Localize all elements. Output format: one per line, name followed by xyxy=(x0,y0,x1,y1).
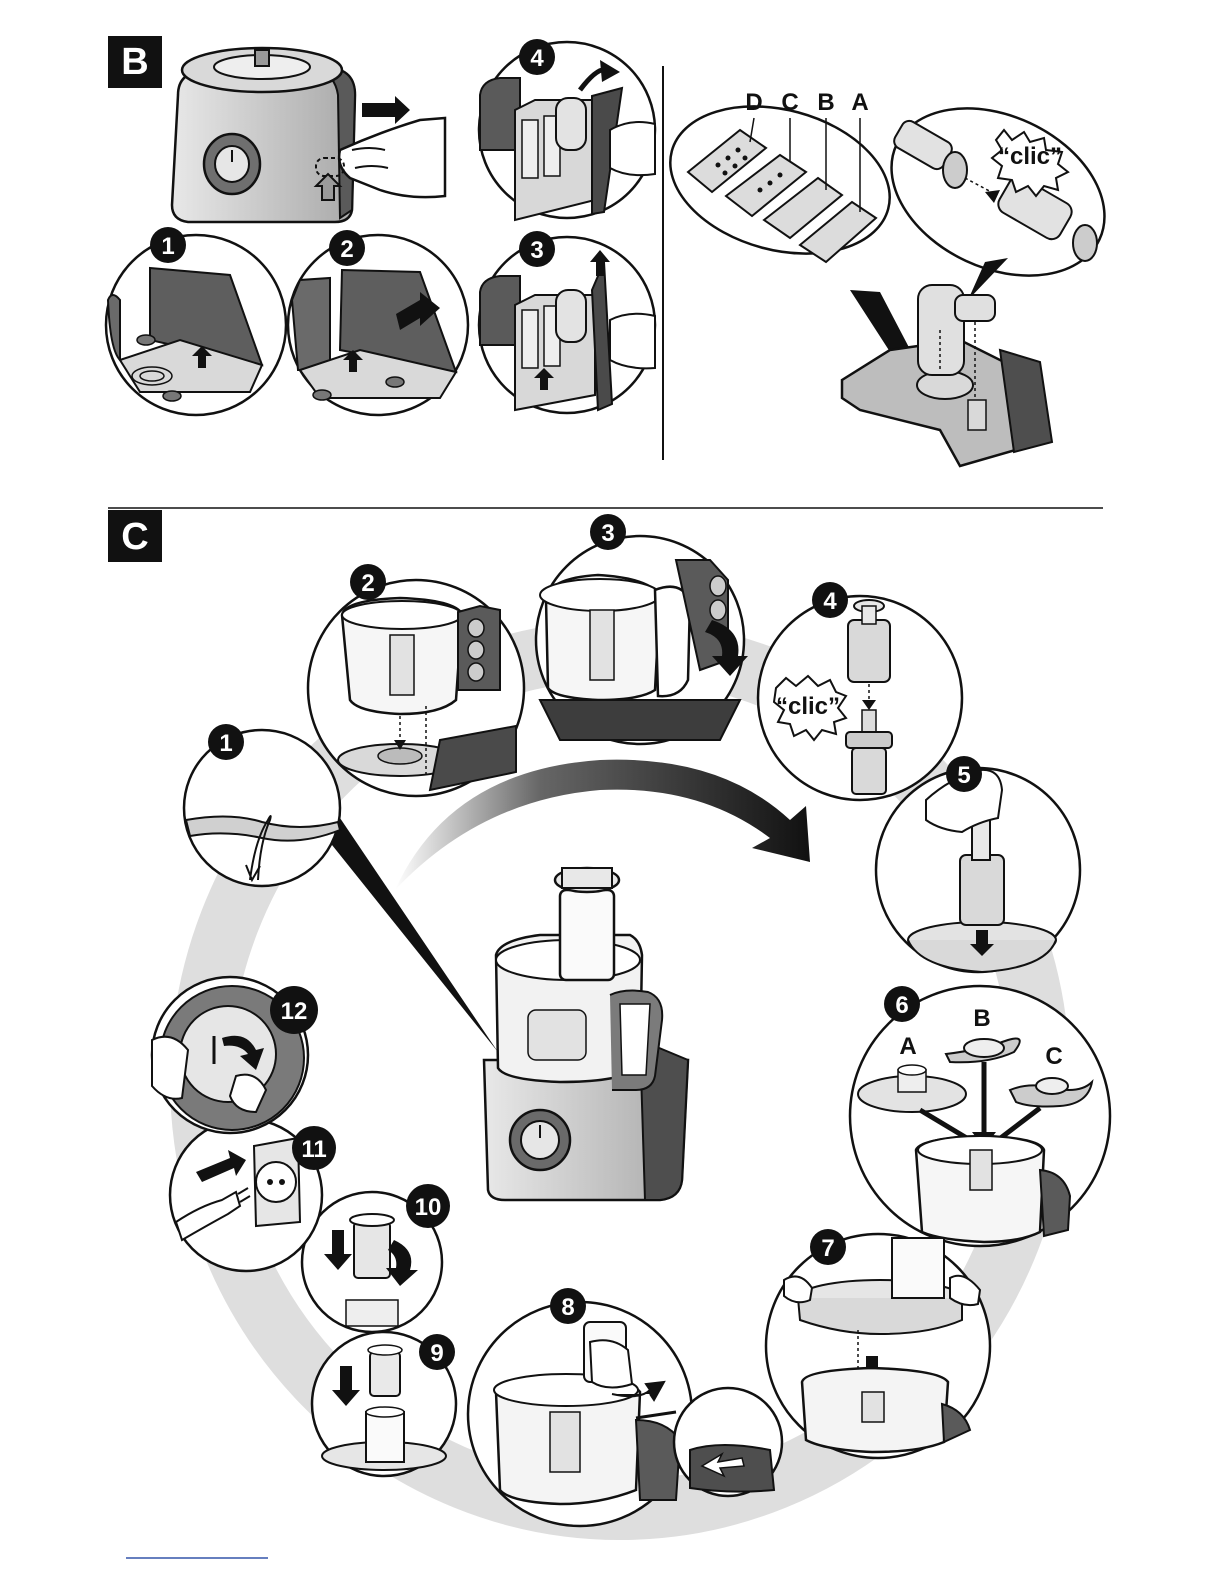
c-step-12-detail: 12 xyxy=(152,977,318,1133)
b-step-3-detail: 3 xyxy=(479,231,655,413)
section-c: C xyxy=(108,510,1110,1526)
section-b-label: B xyxy=(121,41,148,83)
disc-letter-b: B xyxy=(817,89,834,116)
c-step-2-number: 2 xyxy=(361,570,374,597)
b-step-4-number: 4 xyxy=(530,45,544,72)
disc-storage-detail: D C B A xyxy=(654,83,925,386)
c-tool-letter-c: C xyxy=(1045,1043,1062,1070)
c-step-10-number: 10 xyxy=(415,1194,442,1221)
base-unit-illustration xyxy=(172,48,445,222)
c-step-3-detail: 3 xyxy=(536,514,748,744)
b-clic-detail: “clic” xyxy=(864,76,1131,308)
c-step-6-number: 6 xyxy=(895,992,908,1019)
b-step-2-number: 2 xyxy=(340,236,353,263)
b-step-2-detail: 2 xyxy=(288,230,468,415)
c-step-4-number: 4 xyxy=(823,588,837,615)
c-step-9-detail: 9 xyxy=(312,1332,456,1476)
section-b: B xyxy=(106,36,1132,466)
disc-letter-d: D xyxy=(745,89,762,116)
food-processor-assembled xyxy=(484,868,688,1200)
step-1-pointer xyxy=(320,818,498,1052)
b-step-3-number: 3 xyxy=(530,237,543,264)
c-step-10-detail: 10 xyxy=(302,1184,450,1332)
c-step-4-detail: “clic” 4 xyxy=(758,582,962,800)
c-step-8-number: 8 xyxy=(561,1294,574,1321)
c-step-11-number: 11 xyxy=(301,1136,326,1163)
c-tool-letter-b: B xyxy=(973,1005,990,1032)
b-step-1-detail: 1 xyxy=(106,227,286,415)
c-step-12-number: 12 xyxy=(281,998,308,1025)
c-step-6-detail: A B C 6 xyxy=(850,986,1110,1246)
disc-letter-c: C xyxy=(781,89,798,116)
c-step-8-detail: 8 xyxy=(468,1288,782,1526)
c-tool-letter-a: A xyxy=(899,1033,916,1060)
b-step-1-number: 1 xyxy=(161,233,174,260)
b-clic-sound-label: “clic” xyxy=(998,143,1062,170)
c-clic-sound-label: “clic” xyxy=(776,693,840,720)
c-step-7-detail: 7 xyxy=(766,1229,990,1458)
c-step-5-number: 5 xyxy=(957,762,970,789)
c-step-3-number: 3 xyxy=(601,520,614,547)
b-step-4-detail: 4 xyxy=(479,39,655,220)
c-step-7-number: 7 xyxy=(821,1235,834,1262)
c-step-2-detail: 2 xyxy=(308,564,524,796)
section-c-label: C xyxy=(121,516,148,558)
c-step-1-number: 1 xyxy=(219,730,232,757)
c-step-9-number: 9 xyxy=(430,1340,443,1367)
disc-letter-a: A xyxy=(851,89,868,116)
